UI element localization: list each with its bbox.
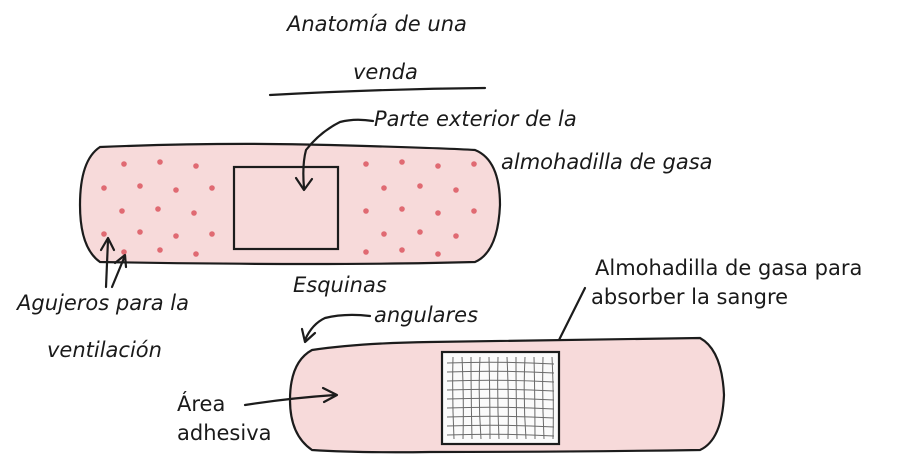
ventilation-hole bbox=[453, 233, 459, 239]
ventilation-hole bbox=[101, 185, 107, 191]
ventilation-hole bbox=[173, 187, 179, 193]
ventilation-hole bbox=[157, 247, 163, 253]
ventilation-hole bbox=[381, 231, 387, 237]
ventilation-hole bbox=[101, 231, 107, 237]
label-vent-holes-line-2: ventilación bbox=[47, 338, 162, 362]
ventilation-hole bbox=[417, 229, 423, 235]
ventilation-hole bbox=[119, 208, 125, 214]
title-line-1: Anatomía de una bbox=[285, 12, 467, 36]
arrow-corners bbox=[303, 313, 372, 342]
gauze-mesh-line bbox=[551, 356, 554, 440]
ventilation-hole bbox=[399, 247, 405, 253]
ventilation-hole bbox=[453, 187, 459, 193]
ventilation-hole bbox=[155, 206, 161, 212]
bottom-bandage bbox=[288, 336, 726, 454]
gauze-pad-mesh bbox=[446, 356, 555, 440]
arrowhead-vent-hole-1 bbox=[99, 236, 116, 252]
ventilation-hole bbox=[363, 161, 369, 167]
ventilation-hole bbox=[137, 183, 143, 189]
gauze-mesh-line bbox=[542, 356, 545, 440]
ventilation-hole bbox=[381, 185, 387, 191]
arrowhead-vent-hole-2 bbox=[113, 253, 128, 269]
ventilation-hole bbox=[191, 210, 197, 216]
arrowhead-gauze-outer bbox=[294, 176, 314, 192]
ventilation-hole bbox=[157, 159, 163, 165]
ventilation-hole bbox=[417, 183, 423, 189]
label-adhesive-line-2: adhesiva bbox=[177, 421, 272, 445]
ventilation-hole bbox=[193, 163, 199, 169]
ventilation-hole bbox=[363, 208, 369, 214]
ventilation-hole bbox=[471, 208, 477, 214]
gauze-mesh-line bbox=[446, 388, 555, 392]
arrowhead-adhesive bbox=[321, 386, 339, 404]
top-bandage bbox=[78, 142, 502, 266]
gauze-mesh-line bbox=[446, 406, 555, 410]
gauze-mesh-line bbox=[515, 356, 518, 440]
gauze-mesh-line bbox=[446, 397, 555, 401]
ventilation-hole bbox=[193, 251, 199, 257]
arrow-adhesive bbox=[243, 393, 337, 407]
arrow-vent-hole-2 bbox=[110, 256, 126, 289]
gauze-mesh-line bbox=[533, 356, 536, 440]
label-gauze-pad-line-1: Almohadilla de gasa para bbox=[595, 256, 862, 280]
gauze-mesh-line bbox=[452, 356, 455, 440]
gauze-mesh-line bbox=[446, 433, 555, 437]
gauze-mesh-line bbox=[446, 415, 555, 419]
ventilation-hole bbox=[363, 249, 369, 255]
title-line-2: venda bbox=[353, 60, 418, 84]
gauze-pad-outline bbox=[232, 165, 340, 251]
ventilation-hole bbox=[435, 163, 441, 169]
gauze-mesh-line bbox=[446, 379, 555, 383]
gauze-mesh-line bbox=[523, 356, 527, 440]
ventilation-hole bbox=[209, 231, 215, 237]
ventilation-hole bbox=[399, 159, 405, 165]
ventilation-hole bbox=[471, 161, 477, 167]
label-vent-holes-line-1: Agujeros para la bbox=[15, 291, 189, 315]
ventilation-hole bbox=[435, 210, 441, 216]
gauze-mesh-line bbox=[446, 361, 555, 365]
ventilation-hole bbox=[121, 161, 127, 167]
label-gauze-outer-line-2: almohadilla de gasa bbox=[501, 150, 713, 174]
arrow-vent-hole-1 bbox=[104, 238, 110, 289]
ventilation-hole bbox=[137, 229, 143, 235]
label-gauze-outer-line-1: Parte exterior de la bbox=[374, 107, 577, 131]
ventilation-hole bbox=[209, 185, 215, 191]
ventilation-hole bbox=[173, 233, 179, 239]
ventilation-hole bbox=[435, 251, 441, 257]
arrow-gauze-outer bbox=[302, 118, 375, 190]
label-corners-line-2: angulares bbox=[374, 303, 478, 327]
gauze-mesh-line bbox=[461, 356, 464, 440]
label-adhesive-line-1: Área bbox=[177, 391, 225, 416]
ventilation-holes bbox=[101, 159, 477, 257]
label-gauze-pad-line-2: absorber la sangre bbox=[591, 285, 788, 309]
gauze-mesh-line bbox=[446, 370, 555, 374]
arrowhead-corners bbox=[300, 327, 317, 344]
gauze-mesh-line bbox=[446, 424, 555, 428]
label-corners-line-1: Esquinas bbox=[293, 273, 387, 297]
ventilation-hole bbox=[399, 206, 405, 212]
title-underline bbox=[268, 86, 487, 97]
ventilation-hole bbox=[121, 249, 127, 255]
